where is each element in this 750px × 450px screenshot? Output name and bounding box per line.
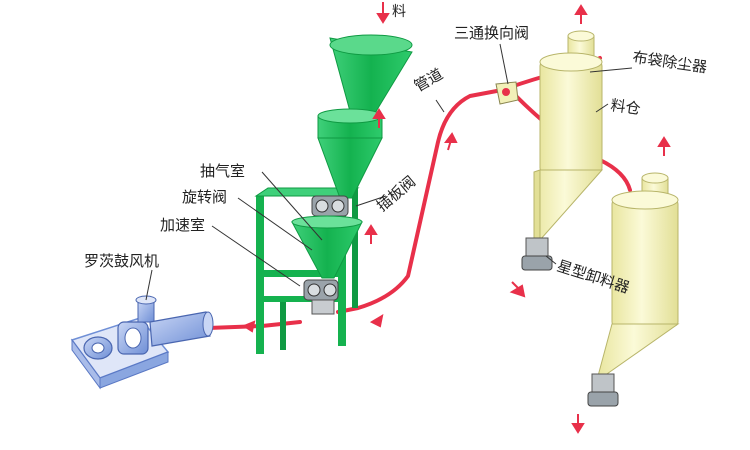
silo-1 — [521, 30, 604, 271]
label-suction-chamber: 抽气室 — [200, 162, 245, 180]
label-rotary-valve: 旋转阀 — [182, 188, 227, 206]
leader-lines — [145, 43, 633, 301]
feeding-station — [254, 34, 413, 354]
roots-blower — [70, 295, 214, 390]
label-material: 料 — [392, 4, 406, 20]
silo-2 — [587, 172, 680, 407]
label-bag-filter: 布袋除尘器 — [631, 48, 708, 76]
label-slide-gate-valve: 插板阀 — [373, 172, 419, 215]
label-silo: 料仓 — [609, 96, 641, 118]
three-way-valve — [495, 81, 519, 105]
flow-arrows — [241, 2, 671, 434]
label-roots-blower: 罗茨鼓风机 — [84, 252, 159, 270]
label-pipeline: 管道 — [411, 65, 446, 96]
label-accelerating-chamber: 加速室 — [160, 216, 205, 234]
label-three-way-valve: 三通换向阀 — [454, 24, 529, 42]
